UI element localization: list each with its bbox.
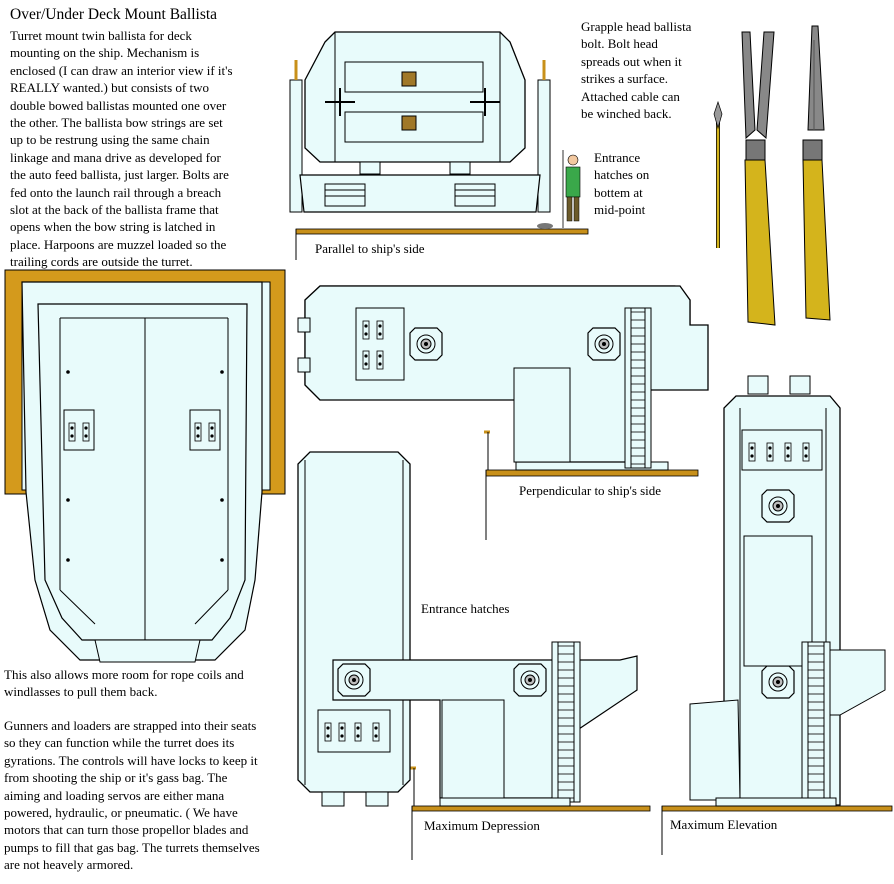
label-entrance-hatches: Entrance hatches	[421, 601, 510, 616]
entrance-bottom-note: Entrance hatches on bottem at mid-point	[594, 150, 650, 218]
deck-plank	[295, 228, 589, 235]
gunners-paragraph: Gunners and loaders are strapped into th…	[4, 718, 260, 873]
perpendicular-view	[297, 285, 709, 540]
label-perpendicular: Perpendicular to ship's side	[519, 483, 662, 498]
turret-body-depression	[297, 451, 411, 793]
label-parallel: Parallel to ship's side	[315, 241, 425, 256]
top-view	[4, 269, 286, 663]
grapple-bolts	[713, 25, 831, 326]
page-title: Over/Under Deck Mount Ballista	[10, 6, 218, 23]
deck-plank-perp	[485, 469, 699, 477]
label-max-depression: Maximum Depression	[424, 818, 540, 833]
ladder-rungs	[558, 311, 824, 799]
parallel-view	[289, 31, 589, 260]
label-max-elevation: Maximum Elevation	[670, 817, 778, 832]
human-figure	[537, 150, 581, 229]
max-elevation-view	[661, 375, 893, 855]
rope-coils-paragraph: This also allows more room for rope coil…	[4, 667, 244, 700]
grapple-description: Grapple head ballista bolt. Bolt head sp…	[581, 19, 692, 122]
intro-paragraph: Turret mount twin ballista for deck moun…	[10, 28, 233, 270]
max-depression-view	[297, 451, 651, 860]
